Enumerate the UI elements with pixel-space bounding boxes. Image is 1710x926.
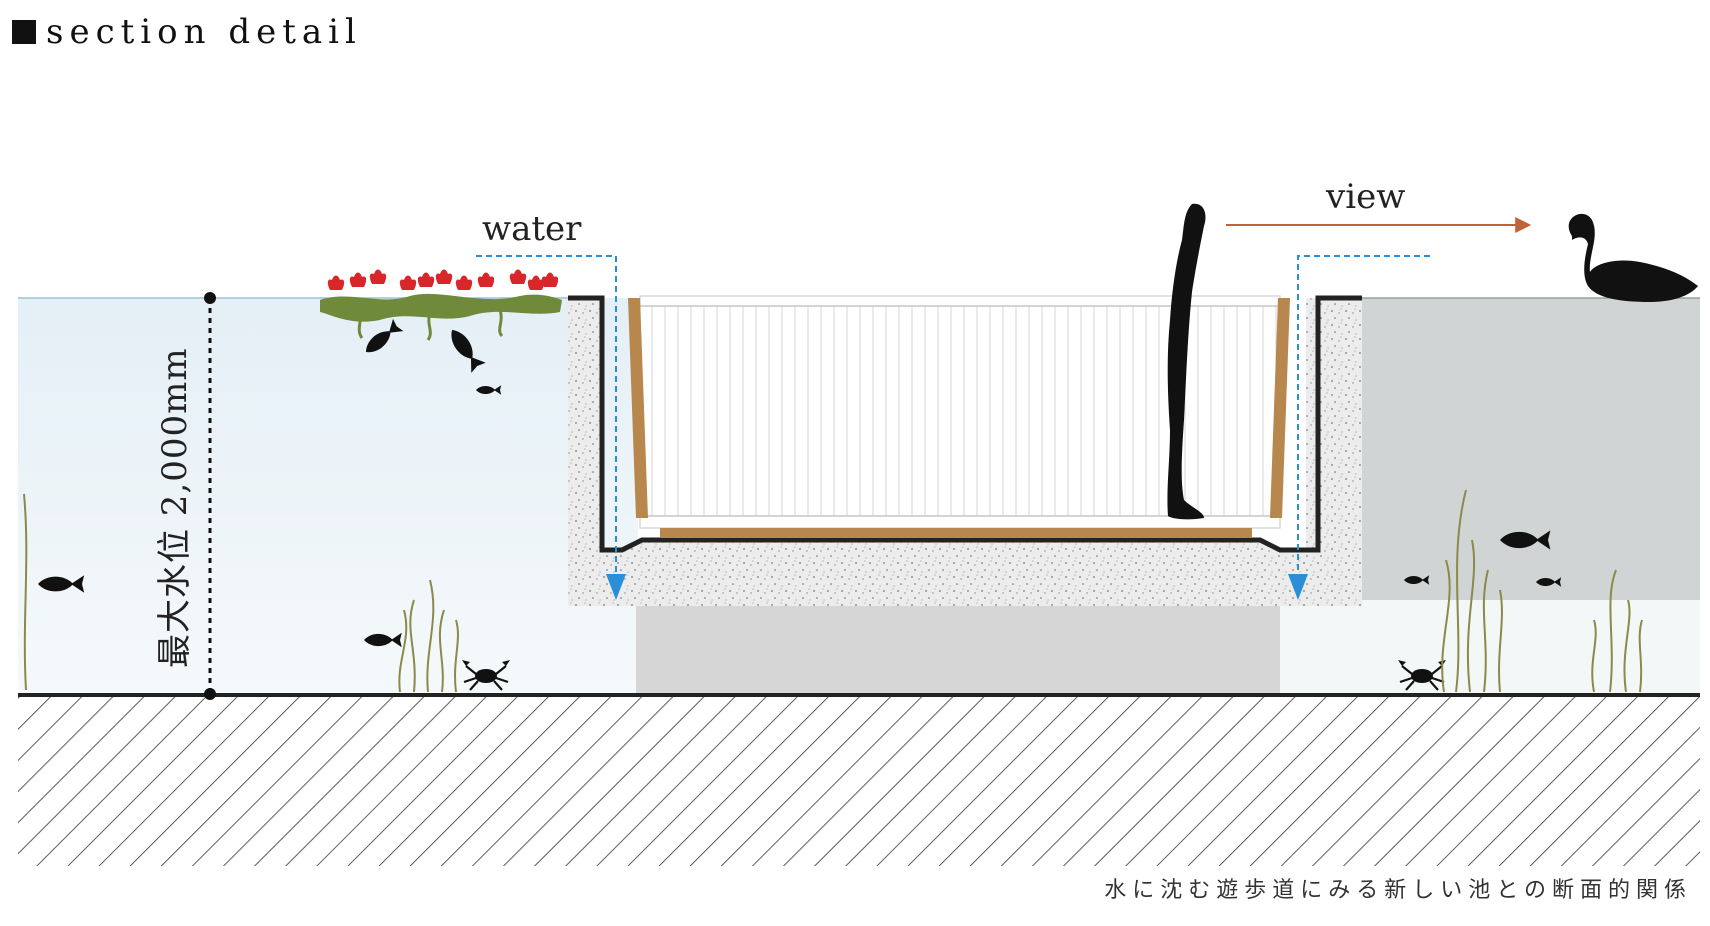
water-label: water	[482, 209, 582, 249]
railing-lines	[651, 306, 1277, 516]
flower-icon	[527, 275, 545, 290]
dimension-dot-top-icon	[204, 292, 216, 304]
floating-plants	[320, 293, 562, 341]
water-arrow-head-right-icon	[1288, 574, 1308, 600]
wood-panel-left	[628, 298, 648, 518]
header: section detail	[12, 12, 362, 52]
seaweed-right	[1441, 489, 1643, 693]
right-lower-water	[1280, 600, 1700, 694]
flower-icon	[399, 275, 417, 290]
wood-deck	[660, 528, 1252, 538]
water-flow-arrow-right	[1297, 255, 1430, 596]
header-title: section detail	[46, 12, 362, 52]
water-flow-arrow-left	[476, 255, 617, 596]
header-square-icon	[12, 20, 36, 44]
flower-icon	[417, 272, 435, 287]
caption: 水に沈む遊歩道にみる新しい池との断面的関係	[1104, 878, 1692, 903]
seaweed-left	[23, 493, 459, 693]
flower-icon	[369, 269, 387, 284]
right-pond	[1362, 298, 1700, 600]
swan-icon	[1568, 213, 1698, 302]
water-level-label: 最大水位 2,000mm	[155, 347, 195, 668]
flower-group	[327, 269, 559, 290]
water-arrow-head-left-icon	[606, 574, 626, 600]
steel-liner	[568, 295, 1362, 553]
flower-icon	[509, 269, 527, 284]
flower-icon	[541, 272, 559, 287]
flower-icon	[477, 272, 495, 287]
flower-icon	[327, 275, 345, 290]
concrete-structure	[568, 298, 1362, 606]
flower-icon	[435, 269, 453, 284]
view-label: view	[1325, 177, 1405, 217]
foundation-block	[636, 606, 1280, 694]
ground-hatch	[18, 696, 1700, 866]
flower-icon	[349, 272, 367, 287]
wood-panel-right	[1270, 298, 1290, 518]
flower-icon	[455, 275, 473, 290]
person-silhouette-icon	[1167, 203, 1206, 520]
dimension-dot-bottom-icon	[204, 688, 216, 700]
left-water	[18, 298, 638, 694]
